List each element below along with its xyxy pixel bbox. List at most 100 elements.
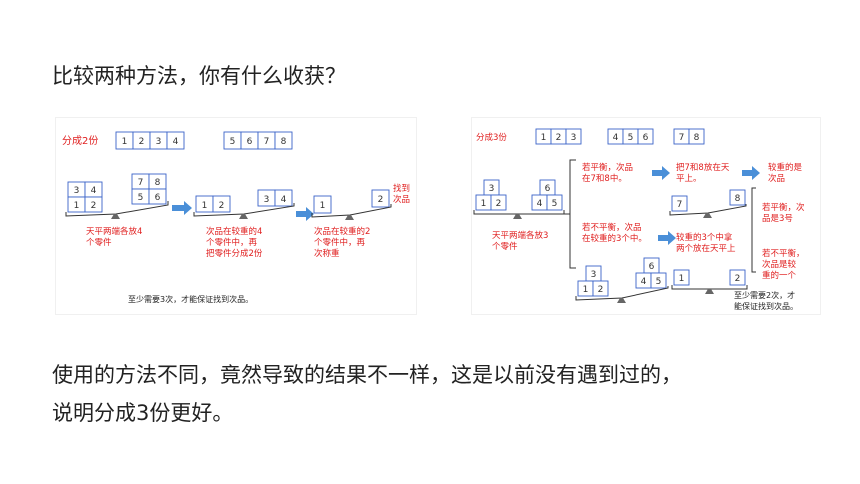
two-groups-svg: 分成2份 1 2 3 4 5 6 7 8 3 4 1 2 7 8 5 6 天平两… (62, 131, 410, 304)
svg-text:7: 7 (138, 178, 144, 188)
svg-text:次称重: 次称重 (314, 248, 340, 259)
svg-text:3: 3 (571, 133, 577, 143)
svg-text:1: 1 (122, 137, 128, 147)
group-a-boxes: 1 2 3 (535, 128, 582, 145)
svg-text:在较重的3个中。: 在较重的3个中。 (582, 233, 647, 244)
branch-balanced: 若平衡，次品 (582, 162, 633, 173)
svg-text:4: 4 (613, 133, 619, 143)
svg-text:5: 5 (656, 277, 662, 287)
svg-text:把7和8放在天: 把7和8放在天 (676, 162, 730, 173)
svg-text:7: 7 (677, 200, 683, 210)
svg-text:若平衡，次: 若平衡，次 (762, 202, 805, 213)
svg-text:在7和8中。: 在7和8中。 (582, 173, 627, 184)
svg-text:2: 2 (496, 199, 502, 209)
svg-text:品是3号: 品是3号 (762, 214, 793, 224)
svg-text:若不平衡，: 若不平衡， (762, 248, 805, 259)
svg-text:5: 5 (552, 199, 558, 209)
three-groups-footer: 至少需要2次，才 (734, 290, 795, 300)
svg-text:4: 4 (281, 195, 287, 205)
svg-text:3: 3 (74, 186, 80, 196)
svg-text:5: 5 (138, 193, 144, 203)
scale-3: 1 2 找到 次品 次品在较重的2 个零件中，再 次称重 (311, 183, 410, 259)
svg-text:天平两端各放4: 天平两端各放4 (86, 226, 142, 237)
three-groups-svg: 分成3份 1 2 3 4 5 6 7 8 3 1 2 6 4 5 天平两端各放3… (473, 128, 805, 311)
svg-text:次品在较重的2: 次品在较重的2 (314, 226, 370, 237)
svg-text:4: 4 (641, 277, 647, 287)
svg-text:次品在较重的4: 次品在较重的4 (206, 226, 262, 237)
arrow-2 (296, 207, 314, 221)
svg-text:7: 7 (679, 133, 685, 143)
svg-text:较重的3个中拿: 较重的3个中拿 (676, 232, 733, 243)
branch-unbalanced: 若不平衡，次品 (582, 222, 642, 233)
svg-text:两个放在天平上: 两个放在天平上 (676, 243, 736, 254)
svg-text:7: 7 (264, 137, 270, 147)
three-groups-title: 分成3份 (476, 132, 507, 143)
svg-text:个零件中，再: 个零件中，再 (314, 237, 366, 248)
svg-text:6: 6 (155, 193, 161, 203)
svg-text:1: 1 (202, 201, 208, 211)
method-two-groups-diagram: 分成2份 1 2 3 4 5 6 7 8 3 4 1 2 7 8 5 6 天平两… (56, 118, 416, 314)
svg-text:找到: 找到 (393, 183, 410, 194)
svg-text:3: 3 (264, 195, 270, 205)
three-scale-2: 3 1 2 6 4 5 (575, 257, 669, 303)
svg-text:4: 4 (537, 199, 543, 209)
svg-text:天平两端各放3: 天平两端各放3 (492, 230, 548, 241)
svg-text:次品是较: 次品是较 (762, 259, 797, 270)
svg-text:8: 8 (735, 194, 741, 204)
scale-1-2: 1 2 (671, 269, 748, 294)
svg-text:6: 6 (649, 262, 655, 272)
svg-text:2: 2 (91, 201, 97, 211)
svg-text:2: 2 (378, 195, 384, 205)
group-a-boxes: 1 2 3 4 (115, 131, 185, 150)
svg-text:2: 2 (556, 133, 562, 143)
svg-text:6: 6 (247, 137, 253, 147)
svg-text:次品: 次品 (393, 194, 410, 205)
group-c-boxes: 7 8 (673, 128, 705, 145)
svg-text:平上。: 平上。 (676, 174, 702, 184)
scale-1: 3 4 1 2 7 8 5 6 天平两端各放4 个零件 (65, 173, 169, 248)
svg-text:3: 3 (156, 137, 162, 147)
svg-text:1: 1 (74, 201, 80, 211)
conclusion-line-1: 使用的方法不同，竟然导致的结果不一样，这是以前没有遇到过的， (52, 363, 682, 387)
group-b-boxes: 4 5 6 (607, 128, 654, 145)
svg-text:重的一个: 重的一个 (762, 270, 797, 281)
two-groups-footer: 至少需要3次，才能保证找到次品。 (128, 294, 253, 304)
svg-text:6: 6 (545, 184, 551, 194)
three-scale-1: 3 1 2 6 4 5 天平两端各放3 个零件 (473, 179, 565, 252)
arrow-1 (172, 201, 192, 215)
svg-text:5: 5 (628, 133, 634, 143)
conclusion-line-2: 说明分成3份更好。 (52, 401, 234, 425)
method-three-groups-diagram: 分成3份 1 2 3 4 5 6 7 8 3 1 2 6 4 5 天平两端各放3… (472, 118, 820, 314)
svg-text:4: 4 (91, 186, 97, 196)
svg-text:1: 1 (679, 274, 685, 284)
svg-text:较重的是: 较重的是 (768, 162, 803, 173)
group-b-boxes: 5 6 7 8 (223, 131, 293, 150)
scale-7-8: 7 8 (669, 189, 747, 218)
two-groups-title: 分成2份 (62, 135, 98, 147)
svg-text:1: 1 (320, 201, 326, 211)
svg-text:1: 1 (541, 133, 547, 143)
svg-text:8: 8 (694, 133, 700, 143)
svg-text:6: 6 (643, 133, 649, 143)
scale-2: 1 2 3 4 次品在较重的4 个零件中，再 把零件分成2份 (193, 189, 295, 259)
svg-text:个零件: 个零件 (492, 241, 518, 252)
svg-text:3: 3 (489, 184, 495, 194)
svg-text:2: 2 (139, 137, 145, 147)
page-heading: 比较两种方法，你有什么收获？ (52, 64, 346, 88)
svg-text:1: 1 (481, 199, 487, 209)
svg-text:3: 3 (591, 270, 597, 280)
svg-text:次品: 次品 (768, 173, 785, 184)
svg-text:4: 4 (173, 137, 179, 147)
svg-text:5: 5 (230, 137, 236, 147)
svg-text:2: 2 (735, 274, 741, 284)
svg-text:1: 1 (583, 285, 589, 295)
svg-text:8: 8 (155, 178, 161, 188)
svg-text:能保证找到次品。: 能保证找到次品。 (734, 301, 798, 311)
svg-text:个零件中，再: 个零件中，再 (206, 237, 258, 248)
conclusion-text: 使用的方法不同，竟然导致的结果不一样，这是以前没有遇到过的， 说明分成3份更好。 (52, 356, 832, 432)
svg-text:把零件分成2份: 把零件分成2份 (206, 248, 263, 259)
svg-text:8: 8 (281, 137, 287, 147)
svg-text:个零件: 个零件 (86, 237, 112, 248)
svg-text:2: 2 (219, 201, 225, 211)
svg-text:2: 2 (598, 285, 604, 295)
